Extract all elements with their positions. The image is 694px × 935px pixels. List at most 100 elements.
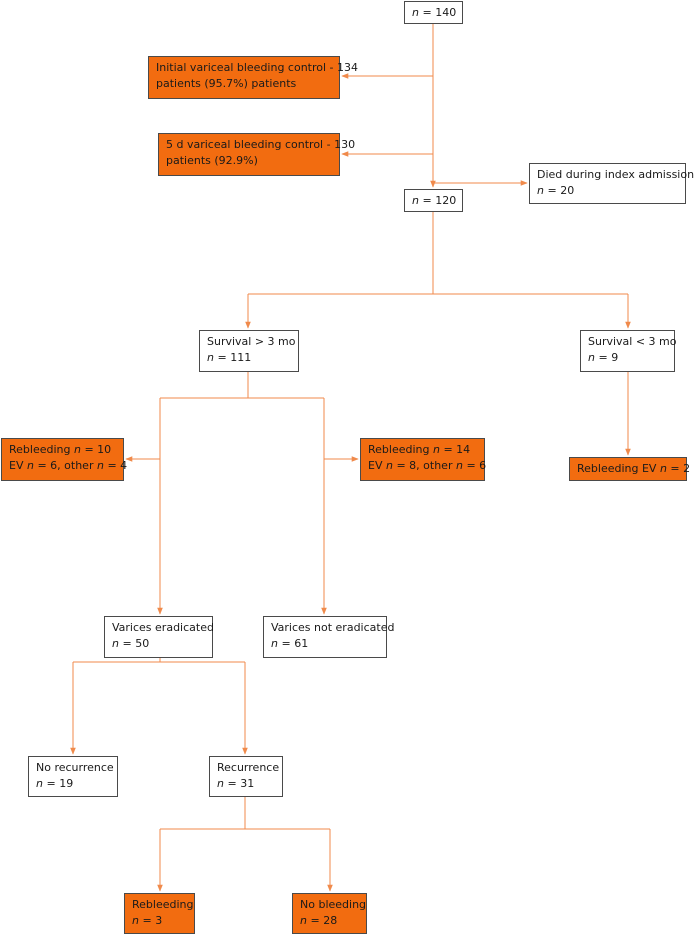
node-rebleed-final: Rebleeding n = 3 bbox=[124, 893, 195, 934]
text-segment: Rebleeding bbox=[9, 443, 74, 456]
node-text-line: n = 140 bbox=[412, 5, 457, 21]
node-text-line: n = 111 bbox=[207, 350, 291, 366]
n-symbol: n bbox=[271, 637, 278, 650]
text-segment: = 20 bbox=[543, 184, 575, 197]
node-text-line: n = 50 bbox=[112, 636, 205, 652]
text-segment: Varices eradicated bbox=[112, 621, 214, 634]
n-symbol: n bbox=[385, 459, 393, 472]
text-segment: = 2 bbox=[666, 462, 691, 475]
n-symbol: n bbox=[537, 184, 544, 197]
node-eradicated: Varices eradicated n = 50 bbox=[104, 616, 214, 658]
text-segment: = 4 bbox=[103, 459, 128, 472]
text-segment: No recurrence bbox=[36, 761, 114, 774]
text-segment: = 50 bbox=[118, 637, 150, 650]
text-segment: EV bbox=[368, 459, 386, 472]
n-symbol: n bbox=[207, 351, 214, 364]
node-text-line: n = 28 bbox=[300, 913, 359, 929]
n-symbol: n bbox=[217, 777, 224, 790]
node-text-line: EV n = 8, other n = 6 bbox=[368, 458, 486, 474]
node-survivors: n = 120 bbox=[404, 189, 463, 212]
text-segment: = 9 bbox=[594, 351, 619, 364]
text-segment: = 10 bbox=[80, 443, 112, 456]
node-text-line: Rebleeding EV n = 2 bbox=[577, 461, 690, 477]
node-text-line: No recurrence bbox=[36, 760, 114, 776]
text-segment: patients (95.7%) patients bbox=[156, 77, 297, 90]
node-5d-control: 5 d variceal bleeding control - 130 patie… bbox=[158, 133, 355, 176]
text-segment: Initial variceal bleeding control - 134 bbox=[156, 61, 359, 74]
n-symbol: n bbox=[659, 462, 667, 475]
text-segment: Survival > 3 mo bbox=[207, 335, 296, 348]
text-segment: = 111 bbox=[213, 351, 252, 364]
node-text-line: n = 9 bbox=[588, 350, 667, 366]
n-symbol: n bbox=[132, 914, 139, 927]
n-symbol: n bbox=[73, 443, 81, 456]
node-text-line: Survival > 3 mo bbox=[207, 334, 296, 350]
text-segment: = 61 bbox=[277, 637, 309, 650]
text-segment: = 8, other bbox=[392, 459, 456, 472]
n-symbol: n bbox=[300, 914, 307, 927]
text-segment: Varices not eradicated bbox=[271, 621, 395, 634]
node-rebleed-lt3: Rebleeding EV n = 2 bbox=[569, 457, 690, 481]
node-survival-gt3: Survival > 3 mo n = 111 bbox=[199, 330, 299, 372]
n-symbol: n bbox=[36, 777, 43, 790]
node-text-line: Varices not eradicated bbox=[271, 620, 394, 636]
node-text-line: n = 20 bbox=[537, 183, 678, 199]
n-symbol: n bbox=[96, 459, 104, 472]
node-text-line: 5 d variceal bleeding control - 130 bbox=[166, 137, 355, 153]
text-segment: = 14 bbox=[439, 443, 471, 456]
text-segment: No bleeding bbox=[300, 898, 367, 911]
node-died: Died during index admission n = 20 bbox=[529, 163, 694, 204]
text-segment: = 6, other bbox=[33, 459, 97, 472]
node-text-line: Died during index admission bbox=[537, 167, 694, 183]
n-symbol: n bbox=[455, 459, 463, 472]
node-text-line: Initial variceal bleeding control - 134 bbox=[156, 60, 358, 76]
node-initial-control: Initial variceal bleeding control - 134 p… bbox=[148, 56, 358, 99]
n-symbol: n bbox=[432, 443, 440, 456]
node-text-line: n = 19 bbox=[36, 776, 110, 792]
node-no-bleeding: No bleeding n = 28 bbox=[292, 893, 367, 934]
text-segment: = 28 bbox=[306, 914, 338, 927]
node-text-line: Varices eradicated bbox=[112, 620, 214, 636]
text-segment: Rebleeding bbox=[368, 443, 433, 456]
node-text-line: EV n = 6, other n = 4 bbox=[9, 458, 127, 474]
text-segment: Rebleeding bbox=[132, 898, 194, 911]
node-no-recurrence: No recurrence n = 19 bbox=[28, 756, 118, 797]
node-text-line: n = 120 bbox=[412, 193, 457, 209]
text-segment: Died during index admission bbox=[537, 168, 694, 181]
node-text-line: patients (92.9%) bbox=[166, 153, 332, 169]
text-segment: 5 d variceal bleeding control - 130 bbox=[166, 138, 356, 151]
text-segment: = 140 bbox=[418, 6, 457, 19]
text-segment: = 31 bbox=[223, 777, 255, 790]
text-segment: Recurrence bbox=[217, 761, 280, 774]
text-segment: = 6 bbox=[462, 459, 487, 472]
node-text-line: n = 31 bbox=[217, 776, 275, 792]
node-text-line: n = 3 bbox=[132, 913, 187, 929]
n-symbol: n bbox=[412, 194, 419, 207]
text-segment: EV bbox=[9, 459, 27, 472]
n-symbol: n bbox=[112, 637, 119, 650]
text-segment: Rebleeding EV bbox=[577, 462, 660, 475]
node-text-line: No bleeding bbox=[300, 897, 366, 913]
n-symbol: n bbox=[412, 6, 419, 19]
text-segment: Survival < 3 mo bbox=[588, 335, 677, 348]
node-text-line: Rebleeding bbox=[132, 897, 193, 913]
node-text-line: patients (95.7%) patients bbox=[156, 76, 332, 92]
text-segment: = 3 bbox=[138, 914, 163, 927]
node-text-line: Recurrence bbox=[217, 760, 279, 776]
node-text-line: Survival < 3 mo bbox=[588, 334, 677, 350]
node-text-line: Rebleeding n = 10 bbox=[9, 442, 116, 458]
text-segment: patients (92.9%) bbox=[166, 154, 258, 167]
text-segment: = 19 bbox=[42, 777, 74, 790]
n-symbol: n bbox=[588, 351, 595, 364]
node-total: n = 140 bbox=[404, 1, 463, 24]
node-text-line: Rebleeding n = 14 bbox=[368, 442, 477, 458]
node-recurrence: Recurrence n = 31 bbox=[209, 756, 283, 797]
node-survival-lt3: Survival < 3 mo n = 9 bbox=[580, 330, 677, 372]
n-symbol: n bbox=[26, 459, 34, 472]
text-segment: = 120 bbox=[418, 194, 457, 207]
node-not-eradicated: Varices not eradicated n = 61 bbox=[263, 616, 394, 658]
